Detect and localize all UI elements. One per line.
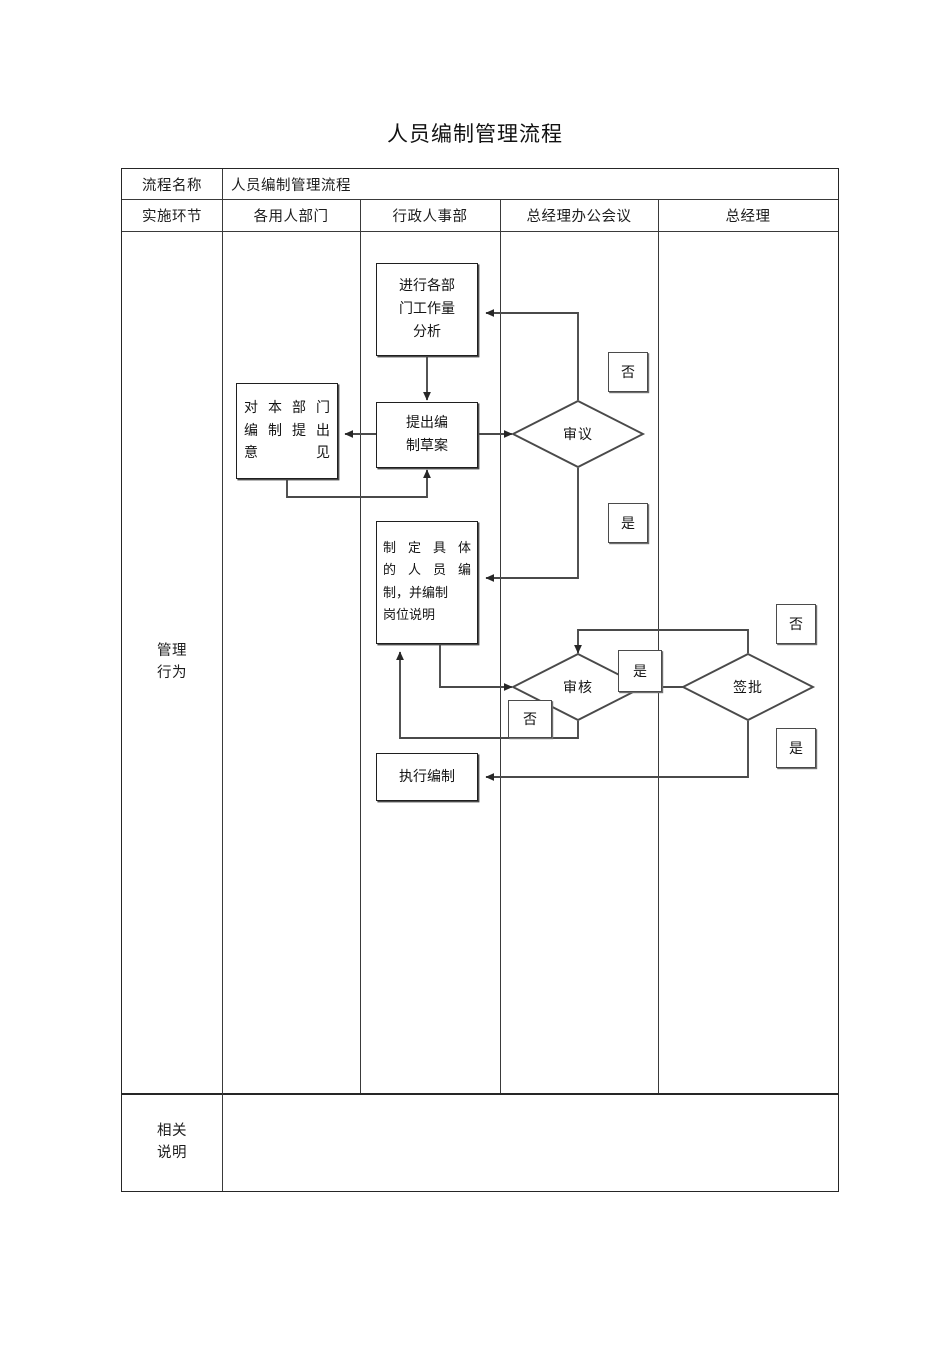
lane-header-gm-label: 总经理 xyxy=(725,208,771,225)
node-plan-line4: 岗位说明 xyxy=(383,607,436,623)
node-opinion-line1: 对本部门 xyxy=(244,399,330,416)
table-hline-2 xyxy=(122,231,838,232)
process-name-value: 人员编制管理流程 xyxy=(231,177,351,194)
node-deliberate-label: 审议 xyxy=(563,427,593,443)
branch-tag-approve-yes-label: 是 xyxy=(789,741,803,757)
node-plan[interactable]: 制定具体 的人员编 制，并编制 岗位说明 xyxy=(376,521,478,644)
behavior-label-line1: 管理 xyxy=(157,642,187,659)
branch-tag-deliberate-yes-label: 是 xyxy=(621,516,635,532)
lane-header-dept-label: 各用人部门 xyxy=(253,208,329,225)
node-opinion-line3: 意见 xyxy=(244,445,330,462)
table-vline-1 xyxy=(222,169,223,1191)
table-hline-3 xyxy=(122,1093,838,1095)
table-vline-4 xyxy=(658,199,659,1093)
node-analysis[interactable]: 进行各部 门工作量 分析 xyxy=(376,263,478,356)
cell-behavior-label: 管理 行为 xyxy=(122,231,222,1093)
node-opinion-line2: 编制提出 xyxy=(244,422,330,439)
node-draft-line2: 制草案 xyxy=(406,438,448,454)
node-approve[interactable]: 签批 xyxy=(680,652,816,722)
process-name-label: 流程名称 xyxy=(142,177,202,194)
node-draft-text: 提出编 制草案 xyxy=(401,412,453,457)
lane-header-hr-label: 行政人事部 xyxy=(392,208,468,225)
cell-process-name-label: 流程名称 xyxy=(122,169,222,199)
node-analysis-line1: 进行各部 xyxy=(399,278,455,295)
node-execute-text: 执行编制 xyxy=(399,768,455,785)
branch-tag-approve-no-label: 否 xyxy=(789,617,803,633)
branch-tag-deliberate-no: 否 xyxy=(608,352,648,392)
node-review-label: 审核 xyxy=(563,680,593,696)
table-hline-1 xyxy=(122,199,838,200)
node-analysis-line3: 分析 xyxy=(413,323,441,340)
cell-process-name-value: 人员编制管理流程 xyxy=(222,169,838,199)
lane-header-gm-meeting-label: 总经理办公会议 xyxy=(526,208,632,225)
stage-label: 实施环节 xyxy=(142,208,202,225)
node-analysis-line2: 门工作量 xyxy=(399,301,455,318)
cell-notes-value xyxy=(222,1093,838,1191)
node-opinion[interactable]: 对本部门 编制提出 意见 xyxy=(236,383,338,479)
node-deliberate[interactable]: 审议 xyxy=(510,399,646,469)
node-approve-label: 签批 xyxy=(733,680,763,696)
cell-stage-label: 实施环节 xyxy=(122,199,222,231)
page-title: 人员编制管理流程 xyxy=(387,122,563,146)
branch-tag-deliberate-yes: 是 xyxy=(608,503,648,543)
table-vline-2 xyxy=(360,199,361,1093)
table-vline-3 xyxy=(500,199,501,1093)
branch-tag-deliberate-no-label: 否 xyxy=(621,365,635,381)
notes-label-line2: 说明 xyxy=(157,1145,187,1161)
node-draft-line1: 提出编 xyxy=(406,415,448,432)
lane-header-gm: 总经理 xyxy=(658,199,838,231)
node-analysis-text: 进行各部 门工作量 分析 xyxy=(394,275,460,343)
lane-header-gm-meeting: 总经理办公会议 xyxy=(500,199,658,231)
branch-tag-review-yes: 是 xyxy=(618,650,662,692)
node-draft[interactable]: 提出编 制草案 xyxy=(376,402,478,468)
branch-tag-review-no: 否 xyxy=(508,700,552,738)
branch-tag-approve-no: 否 xyxy=(776,604,816,644)
branch-tag-review-yes-label: 是 xyxy=(633,664,647,680)
node-opinion-text: 对本部门 编制提出 意见 xyxy=(239,397,335,465)
behavior-label-line2: 行为 xyxy=(157,665,187,681)
lane-header-hr: 行政人事部 xyxy=(360,199,500,231)
node-execute[interactable]: 执行编制 xyxy=(376,753,478,801)
node-plan-line2: 的人员编 xyxy=(383,563,471,579)
node-plan-text: 制定具体 的人员编 制，并编制 岗位说明 xyxy=(378,538,476,626)
cell-notes-label: 相关 说明 xyxy=(122,1093,222,1191)
branch-tag-review-no-label: 否 xyxy=(523,712,537,728)
branch-tag-approve-yes: 是 xyxy=(776,728,816,768)
node-plan-line1: 制定具体 xyxy=(383,541,471,557)
lane-header-dept: 各用人部门 xyxy=(222,199,360,231)
node-plan-line3: 制，并编制 xyxy=(383,585,449,601)
process-table: 流程名称 人员编制管理流程 实施环节 各用人部门 行政人事部 总经理办公会议 总… xyxy=(121,168,839,1192)
notes-label-line1: 相关 xyxy=(157,1122,187,1139)
